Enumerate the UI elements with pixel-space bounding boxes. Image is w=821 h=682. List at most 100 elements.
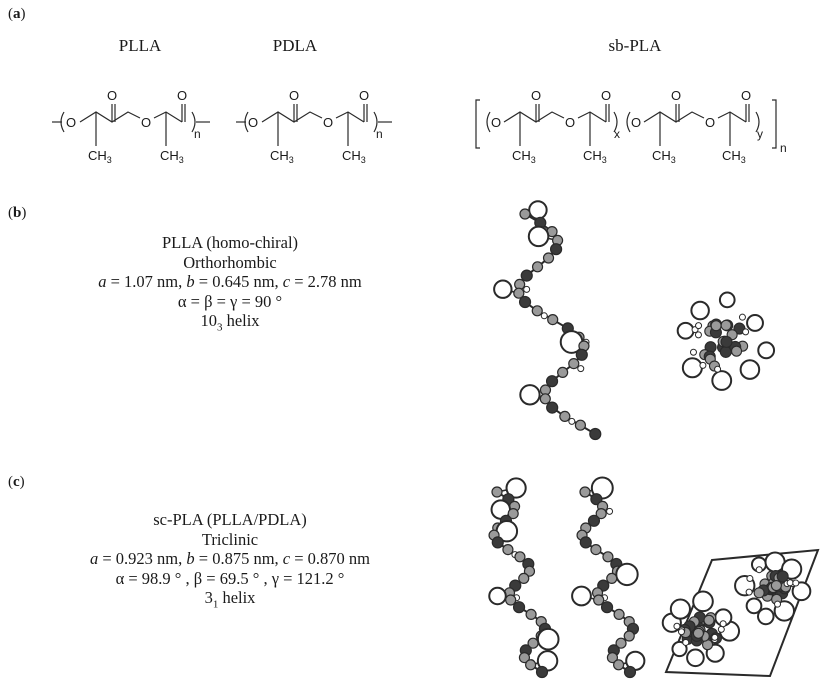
ch3-label: CH3 [512, 148, 536, 165]
sc-pla-crystal-info: sc-PLA (PLLA/PDLA) Triclinic a = 0.923 n… [40, 510, 420, 615]
plla-angles: α = β = γ = 90 ° [177, 291, 283, 311]
carbon-atom [590, 493, 603, 506]
hydrogen-atom [792, 579, 800, 587]
o-atom: O [631, 115, 641, 130]
hydrogen-atom [742, 328, 750, 336]
methyl-atom [531, 261, 544, 273]
oxygen-atom [692, 590, 714, 613]
hydrogen-atom [540, 312, 548, 320]
plla-helix-top-view [676, 291, 776, 391]
methyl-atom [519, 208, 531, 220]
hydrogen-atom [568, 417, 576, 425]
methyl-atom [531, 305, 543, 317]
o-atom: O [323, 115, 333, 130]
plla-helix-side-view [493, 200, 602, 441]
hydrogen-atom [717, 625, 725, 633]
carbon-atom [491, 536, 504, 549]
oxygen-atom [676, 321, 695, 340]
o-atom: O [741, 88, 751, 103]
methyl-atom [518, 572, 530, 585]
ch3-label: CH3 [342, 148, 366, 165]
oxygen-atom [519, 384, 541, 406]
oxygen-atom [739, 359, 761, 380]
oxygen-atom [505, 477, 527, 499]
methyl-atom [527, 637, 539, 649]
ch3-label: CH3 [270, 148, 294, 165]
o-atom: O [601, 88, 611, 103]
methyl-atom [574, 419, 587, 431]
methyl-atom [703, 614, 715, 626]
oxygen-atom [791, 581, 812, 602]
plla-structure: O O O O CH3 CH3 n [52, 88, 210, 165]
pdla-structure: O O O O CH3 CH3 n [236, 88, 392, 165]
oxygen-atom [493, 279, 513, 299]
hydrogen-atom [689, 348, 697, 356]
o-atom: O [565, 115, 575, 130]
plla-crystal-info: PLLA (homo-chiral) Orthorhombic a = 1.07… [40, 233, 420, 338]
carbon-atom [520, 269, 533, 282]
oxygen-atom [528, 200, 548, 220]
carbon-atom [512, 601, 526, 614]
oxygen-atom [746, 313, 764, 332]
panel-b-label: (b) [8, 205, 27, 221]
o-atom: O [289, 88, 299, 103]
methyl-atom [525, 608, 537, 620]
methyl-atom [613, 608, 625, 620]
oxygen-atom [671, 640, 688, 658]
panel-c-label: (c) [8, 474, 25, 490]
carbon-atom [600, 601, 614, 614]
methyl-atom [579, 486, 591, 498]
oxygen-atom [536, 627, 560, 651]
methyl-atom [491, 486, 503, 498]
sc-pla-helix: 31 helix [204, 588, 256, 611]
o-atom: O [107, 88, 117, 103]
methyl-atom [692, 627, 704, 639]
hydrogen-atom [738, 313, 746, 321]
oxygen-atom [718, 291, 736, 309]
o-atom: O [705, 115, 715, 130]
o-atom: O [531, 88, 541, 103]
o-atom: O [66, 115, 76, 130]
methyl-atom [593, 594, 605, 606]
methyl-atom [505, 594, 517, 606]
pdla-name: PDLA [272, 36, 318, 55]
y-subscript: y [757, 127, 763, 141]
methyl-atom [615, 637, 627, 649]
oxygen-atom [757, 341, 776, 360]
hydrogen-atom [577, 365, 585, 373]
methyl-atom [770, 579, 782, 592]
hydrogen-atom [719, 620, 727, 628]
methyl-atom [559, 410, 571, 422]
methyl-atom [502, 543, 514, 556]
hydrogen-atom [745, 588, 753, 596]
n-subscript: n [780, 141, 787, 155]
methyl-atom [539, 393, 551, 405]
o-atom: O [359, 88, 369, 103]
methyl-atom [547, 313, 559, 326]
sc-pla-helix-2-side-view [571, 476, 646, 679]
oxygen-atom [488, 586, 507, 606]
n-subscript: n [376, 127, 383, 141]
hydrogen-atom [699, 361, 707, 369]
methyl-atom [568, 358, 580, 370]
oxygen-atom [669, 598, 691, 620]
sc-pla-helix-1-side-view [488, 477, 560, 679]
carbon-atom [535, 665, 549, 679]
methyl-atom [525, 659, 537, 671]
oxygen-atom [615, 562, 639, 587]
ch3-label: CH3 [583, 148, 607, 165]
methyl-atom [590, 543, 602, 556]
o-atom: O [671, 88, 681, 103]
methyl-atom [518, 652, 531, 664]
methyl-atom [613, 659, 625, 671]
sc-pla-title: sc-PLA (PLLA/PDLA) [153, 510, 307, 529]
oxygen-atom [681, 357, 703, 379]
carbon-atom [575, 348, 588, 361]
panel-a-label: (a) [8, 6, 26, 22]
n-subscript: n [194, 127, 201, 141]
carbon-atom [518, 295, 532, 309]
oxygen-atom [690, 300, 710, 321]
hydrogen-atom [746, 575, 754, 583]
plla-title: PLLA (homo-chiral) [161, 233, 299, 252]
o-atom: O [141, 115, 151, 130]
